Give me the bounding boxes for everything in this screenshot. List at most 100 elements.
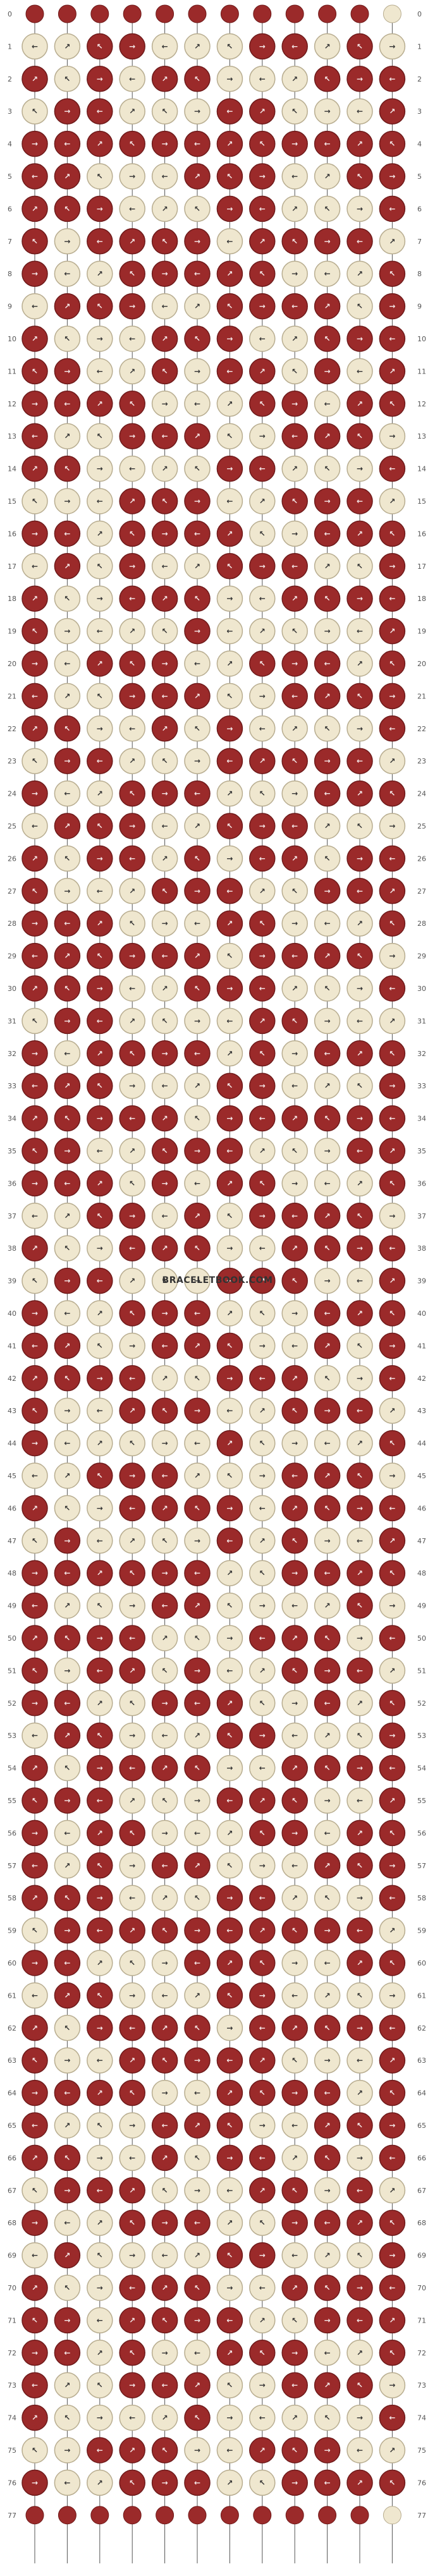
string-start-cap	[58, 2506, 77, 2525]
knot: ↗	[151, 1625, 178, 1651]
knot-arrow-icon: ←	[389, 2414, 395, 2422]
knot-arrow-icon: →	[162, 2089, 168, 2098]
knot-arrow-icon: ↖	[194, 1504, 200, 1512]
knot-circle	[346, 260, 373, 287]
knot-circle	[119, 975, 145, 1002]
knot-arrow-icon: ↖	[64, 1504, 70, 1512]
knot: ↖	[379, 1300, 406, 1327]
knot-circle	[184, 1528, 211, 1554]
knot-circle	[346, 1950, 373, 1976]
knot: →	[249, 553, 276, 580]
knot-arrow-icon: ←	[259, 1374, 266, 1383]
knot: ←	[21, 423, 48, 449]
knot-circle	[346, 423, 373, 449]
knot-arrow-icon: ←	[194, 1049, 200, 1058]
knot-circle	[21, 1462, 48, 1489]
knot-arrow-icon: →	[226, 204, 233, 213]
knot-circle	[151, 2340, 178, 2366]
knot-circle	[379, 1332, 406, 1359]
knot-circle	[249, 293, 276, 320]
knot-circle	[281, 748, 308, 774]
knot-circle	[379, 2372, 406, 2398]
knot: →	[281, 1560, 308, 1586]
knot-arrow-icon: ↖	[194, 204, 200, 213]
knot-arrow-icon: ←	[32, 1341, 38, 1350]
knot-arrow-icon: ↗	[97, 1959, 103, 1967]
knot: ↖	[119, 1170, 145, 1197]
knot: ↗	[184, 942, 211, 969]
knot: ←	[87, 2177, 113, 2204]
knot-arrow-icon: ←	[194, 2348, 200, 2357]
knot-arrow-icon: ↖	[162, 1016, 168, 1025]
knot-arrow-icon: ↗	[194, 1341, 200, 1350]
knot-circle	[21, 1430, 48, 1457]
knot-arrow-icon: ←	[357, 2056, 363, 2065]
knot: ↗	[314, 1722, 341, 1749]
knot: ↖	[87, 1332, 113, 1359]
row-label-left: 69	[8, 2252, 16, 2260]
knot-arrow-icon: ←	[162, 1212, 168, 1220]
knot-circle	[281, 780, 308, 807]
knot-arrow-icon: →	[357, 1114, 363, 1123]
knot-arrow-icon: ↖	[64, 1114, 70, 1123]
knot-arrow-icon: ↗	[97, 2089, 103, 2098]
knot-circle	[281, 845, 308, 872]
knot-circle	[184, 1917, 211, 1944]
knot-arrow-icon: ←	[357, 1666, 363, 1675]
knot-arrow-icon: ↖	[389, 1439, 395, 1448]
knot: →	[346, 66, 373, 92]
knot: ←	[21, 683, 48, 710]
row-label-right: 54	[417, 1765, 426, 1773]
knot-arrow-icon: ←	[64, 1439, 70, 1448]
knot-circle	[21, 780, 48, 807]
knot-arrow-icon: ←	[162, 1731, 168, 1740]
knot-arrow-icon: ↗	[291, 1374, 298, 1383]
knot: →	[216, 585, 243, 612]
knot-circle	[21, 1560, 48, 1586]
knot-circle	[21, 1105, 48, 1132]
knot-circle	[314, 1982, 341, 2009]
knot: →	[281, 2209, 308, 2236]
knot: ↗	[281, 1365, 308, 1392]
row-label-left: 17	[8, 562, 16, 571]
row-label-right: 15	[417, 497, 426, 506]
knot-arrow-icon: ↖	[357, 172, 363, 181]
knot-circle	[216, 325, 243, 352]
knot-circle	[21, 975, 48, 1002]
knot: ←	[87, 2047, 113, 2074]
knot: ←	[249, 1365, 276, 1392]
knot: ↖	[346, 423, 373, 449]
knot: ←	[87, 1267, 113, 1294]
knot-arrow-icon: →	[357, 204, 363, 213]
knot-arrow-icon: ↖	[226, 2251, 233, 2260]
knot-arrow-icon: ↗	[194, 1471, 200, 1480]
knot: →	[21, 130, 48, 157]
knot-arrow-icon: ↖	[32, 2316, 38, 2324]
knot-circle	[314, 260, 341, 287]
knot-circle	[346, 2177, 373, 2204]
knot-arrow-icon: ←	[129, 594, 135, 603]
knot-arrow-icon: →	[226, 1634, 233, 1643]
knot-circle	[54, 1462, 81, 1489]
knot: ↗	[21, 845, 48, 872]
knot: ↖	[21, 1917, 48, 1944]
knot: ↗	[184, 2372, 211, 2398]
knot-arrow-icon: ↗	[162, 594, 168, 603]
knot-circle	[54, 2015, 81, 2041]
knot: →	[119, 1592, 145, 1619]
knot-circle	[249, 1365, 276, 1392]
knot-circle	[87, 1754, 113, 1782]
knot-arrow-icon: →	[162, 1179, 168, 1188]
knot-circle	[119, 2112, 145, 2139]
knot-arrow-icon: ←	[129, 75, 135, 83]
knot-circle	[249, 650, 276, 677]
knot-arrow-icon: →	[259, 2121, 266, 2130]
knot-circle	[151, 553, 178, 580]
knot-arrow-icon: ↖	[97, 1212, 103, 1220]
knot: ↗	[346, 260, 373, 287]
knot-circle	[119, 1625, 145, 1651]
knot-circle	[216, 1332, 243, 1359]
knot-circle	[21, 813, 48, 839]
knot-arrow-icon: ↗	[357, 789, 363, 798]
knot-arrow-icon: ←	[64, 1569, 70, 1577]
